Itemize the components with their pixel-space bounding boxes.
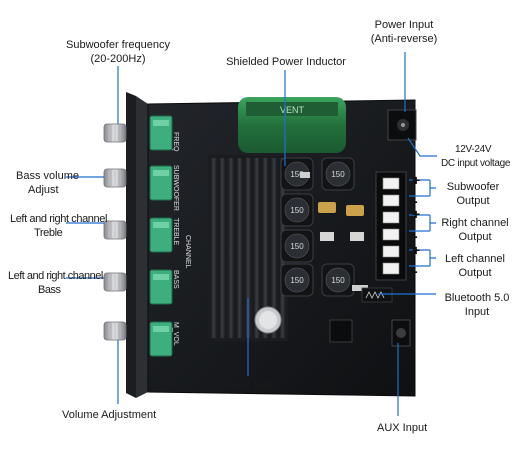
inductor-core: [325, 267, 351, 293]
polarity-minus-left: -: [413, 263, 418, 279]
callout-line: [409, 179, 436, 197]
terminal-housing: [375, 171, 407, 281]
terminal-screw: [382, 262, 400, 275]
terminal-screw: [382, 245, 400, 258]
heat-sink-fin: [271, 158, 277, 338]
silk-freq: FREQ: [172, 132, 179, 152]
label-volume-adjustment: Volume Adjustment: [62, 409, 157, 421]
potentiometer-highlight: [153, 170, 169, 176]
aux-jack: [391, 319, 411, 347]
inductor-core: [284, 267, 310, 293]
heat-sink-fin: [236, 158, 243, 338]
knobs: [103, 123, 127, 341]
label-bluetooth-input: Bluetooth 5.0 Input: [444, 292, 510, 318]
inductor-core: [284, 197, 310, 223]
heat-sink-fin: [219, 158, 226, 338]
label-bass-volume-adjust: Bass volume Adjust: [16, 170, 79, 196]
silkscreen: FREQ SUBWOOFER TREBLE BASS M_VOL CHANNEL: [172, 132, 191, 346]
filter-capacitor: VENT: [238, 97, 346, 153]
heat-sink-fin: [245, 158, 251, 338]
label-subwoofer-output: Subwoofer Output: [446, 181, 500, 207]
inductor-value: 150: [290, 170, 304, 179]
callout-line: [407, 137, 437, 157]
potentiometer-highlight: [153, 222, 169, 228]
polarity-plus-right: +: [412, 206, 421, 222]
label-left-channel-output: Left channel Output: [445, 253, 505, 279]
silk-subwoofer: SUBWOOFER: [172, 165, 179, 211]
silk-channel: CHANNEL: [184, 235, 191, 269]
speaker-terminal-block: [375, 171, 407, 281]
inductor-value: 150: [290, 242, 304, 251]
silk-treble: TREBLE: [172, 218, 179, 246]
inductor-core: [284, 233, 310, 259]
label-dc-input-voltage: 12V-24V DC input voltage: [441, 144, 511, 169]
polarity-plus-left: +: [412, 242, 421, 258]
inductor-value: 150: [331, 276, 345, 285]
potentiometer-highlight: [153, 120, 169, 126]
terminal-screw: [382, 194, 400, 207]
label-shielded-power-inductor: Shielded Power Inductor: [226, 56, 346, 68]
heat-sink-fin: [254, 158, 260, 338]
smd-parts: [300, 172, 368, 343]
polarity-minus-right: -: [413, 228, 418, 244]
terminal-screw: [382, 211, 400, 224]
small-capacitor: [254, 306, 282, 334]
potentiometer-highlight: [153, 274, 169, 280]
callout-line: [409, 214, 436, 232]
polarity-plus-subwoofer: +: [412, 172, 421, 188]
potentiometer-highlight: [153, 326, 169, 332]
callout-line: [409, 249, 436, 267]
label-right-channel-output: Right channel Output: [441, 217, 509, 243]
heat-sink-fin: [228, 158, 234, 338]
potentiometers: [149, 115, 173, 357]
inductor-value: 150: [331, 170, 345, 179]
label-heat-sink: Heat Sink: [227, 379, 275, 391]
inductor-core: [325, 161, 351, 187]
label-lr-bass: Left and right channel Bass: [8, 270, 103, 296]
label-lr-treble: Left and right channel Treble: [10, 213, 107, 239]
inductor-value: 150: [290, 276, 304, 285]
label-subwoofer-frequency: Subwoofer frequency (20-200Hz): [66, 39, 170, 65]
label-aux-input: AUX Input: [377, 422, 428, 434]
capacitor-text: VENT: [280, 105, 305, 115]
front-panel: [126, 92, 148, 398]
silk-m-vol: M_VOL: [172, 322, 179, 346]
heat-sink-fin: [211, 158, 217, 338]
inductor-value: 150: [290, 206, 304, 215]
label-power-input: Power Input (Anti-reverse): [370, 19, 438, 45]
silk-bass: BASS: [172, 270, 179, 289]
heat-sink-fin: [262, 158, 269, 338]
polarity-minus-subwoofer: -: [413, 193, 418, 209]
terminal-screw: [382, 177, 400, 190]
callout-lines: [66, 52, 437, 416]
power-inductors: 150 150 150 150 150 150: [280, 157, 355, 297]
bluetooth-module: [361, 287, 393, 303]
dc-jack: [387, 109, 417, 141]
terminal-screw: [382, 228, 400, 241]
